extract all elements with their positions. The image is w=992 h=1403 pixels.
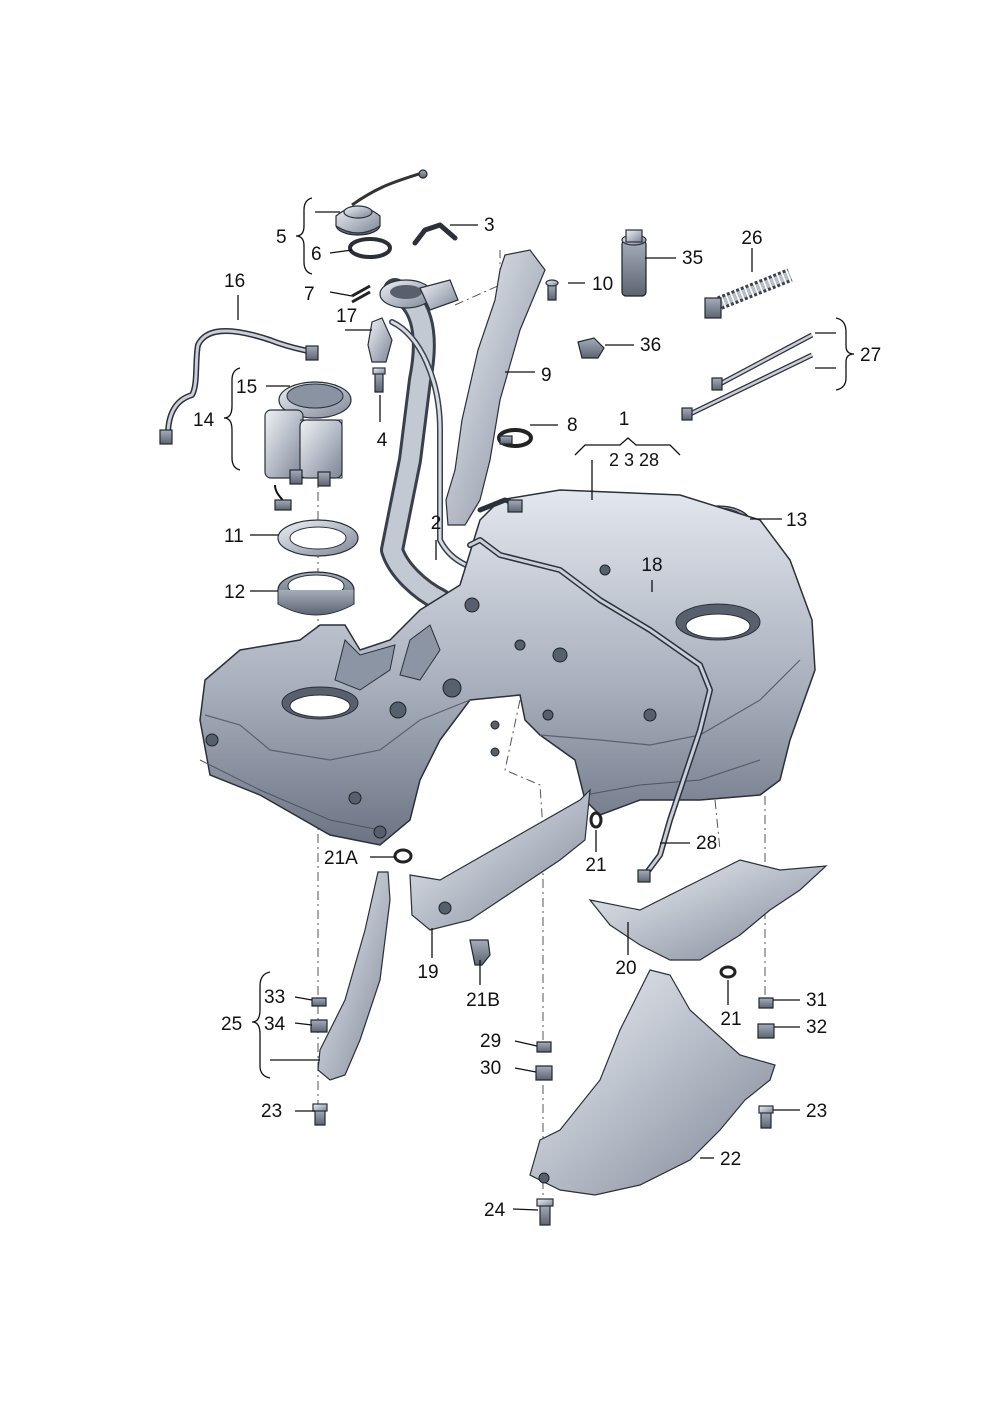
label-20: 20 [615, 958, 636, 979]
label-13: 13 [786, 510, 807, 531]
label-4: 4 [377, 430, 388, 451]
heat-shield-22 [529, 969, 776, 1196]
label-16: 16 [224, 271, 245, 292]
label-31: 31 [806, 990, 827, 1011]
heat-shield-19 [409, 788, 591, 931]
label-19: 19 [417, 962, 438, 983]
label-1: 1 [619, 409, 630, 430]
fuel-pump-module [264, 381, 352, 511]
rubber-pad [577, 337, 605, 359]
label-26: 26 [741, 228, 762, 249]
filler-seal-ring [348, 237, 392, 259]
label-3: 3 [484, 215, 495, 236]
label-21A: 21A [324, 848, 358, 869]
label-30: 30 [480, 1058, 501, 1079]
breather-hose [704, 268, 793, 319]
vent-pipe [412, 222, 458, 246]
label-34: 34 [264, 1014, 286, 1035]
label-33: 33 [264, 987, 285, 1008]
label-18: 18 [641, 555, 662, 576]
label-36: 36 [640, 335, 661, 356]
bracket-clip [367, 317, 393, 363]
clamp-pin-icon [351, 284, 371, 304]
locking-ring-12 [277, 571, 355, 616]
label-21B: 21B [466, 990, 500, 1011]
bolt-10 [545, 279, 559, 301]
part-labels: 1 2 3 28 2 3 4 5 6 7 8 9 10 11 12 13 14 … [193, 215, 881, 1221]
label-29: 29 [480, 1031, 501, 1052]
label-2: 2 [431, 513, 442, 534]
label-1-sub: 2 3 28 [609, 450, 659, 470]
label-24: 24 [484, 1200, 506, 1221]
heat-shield-20 [588, 859, 828, 961]
label-25: 25 [221, 1014, 242, 1035]
label-23-left: 23 [261, 1101, 282, 1122]
label-27: 27 [860, 345, 881, 366]
leader-lines [237, 211, 800, 1211]
label-22: 22 [720, 1149, 741, 1170]
label-5: 5 [276, 227, 287, 248]
fuel-filter-cylinder [621, 229, 647, 297]
filler-neck [379, 278, 493, 612]
label-17: 17 [336, 306, 357, 327]
fuel-supply-line [159, 327, 319, 445]
label-23-right: 23 [806, 1101, 827, 1122]
heat-shield-strip [445, 249, 546, 526]
label-14: 14 [193, 410, 215, 431]
label-10: 10 [592, 274, 613, 295]
brackets [223, 197, 855, 1079]
label-28: 28 [696, 833, 717, 854]
fasteners [310, 367, 775, 1226]
filler-cap [335, 169, 428, 236]
tank-strap [317, 871, 391, 1081]
drain-plug [469, 939, 491, 966]
label-11: 11 [224, 526, 244, 547]
seal-11 [277, 519, 359, 557]
label-15: 15 [236, 377, 257, 398]
label-12: 12 [224, 582, 245, 603]
label-6: 6 [311, 244, 322, 265]
label-9: 9 [541, 365, 552, 386]
label-7: 7 [304, 284, 315, 305]
cable-ties [681, 332, 814, 421]
fuel-tank [199, 489, 816, 846]
hose-clamp [497, 428, 533, 448]
fuel-line-28 [467, 497, 713, 883]
label-8: 8 [567, 415, 578, 436]
label-35: 35 [682, 248, 703, 269]
label-21-lower: 21 [720, 1009, 741, 1030]
label-32: 32 [806, 1017, 827, 1038]
label-21-upper: 21 [585, 855, 606, 876]
